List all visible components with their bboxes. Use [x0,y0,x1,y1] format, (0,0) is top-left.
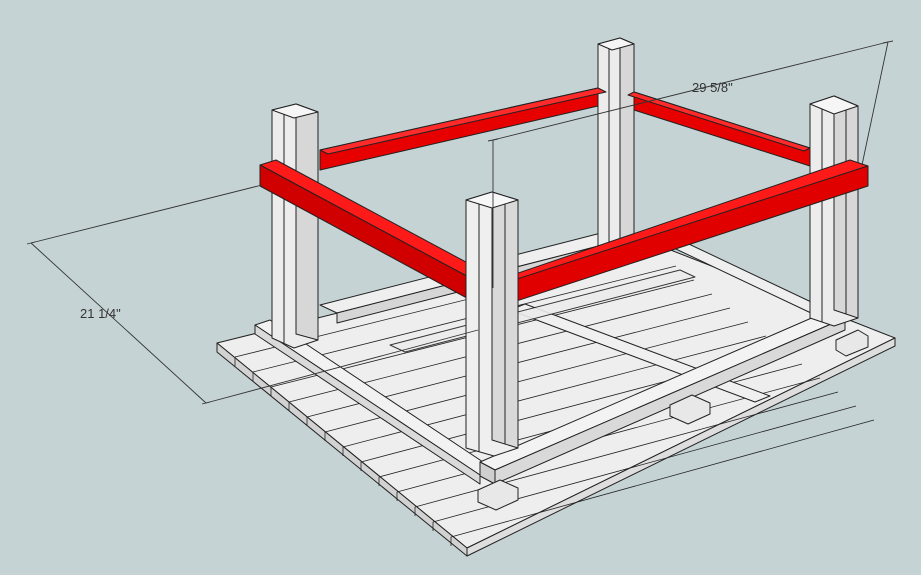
post-back-center [597,37,635,257]
deck-slat-ends [234,357,452,546]
post-front [465,191,519,457]
red-right-rail-far [627,91,811,167]
dimension-length-label: 29 5/8" [692,80,733,95]
red-back-rail [319,87,607,171]
post-right [809,95,859,327]
dimension-depth [26,184,479,405]
lower-frame [254,227,869,511]
dimension-depth-label: 21 1/4" [80,306,121,321]
post-back-left [271,103,319,349]
dimension-length [487,40,894,288]
